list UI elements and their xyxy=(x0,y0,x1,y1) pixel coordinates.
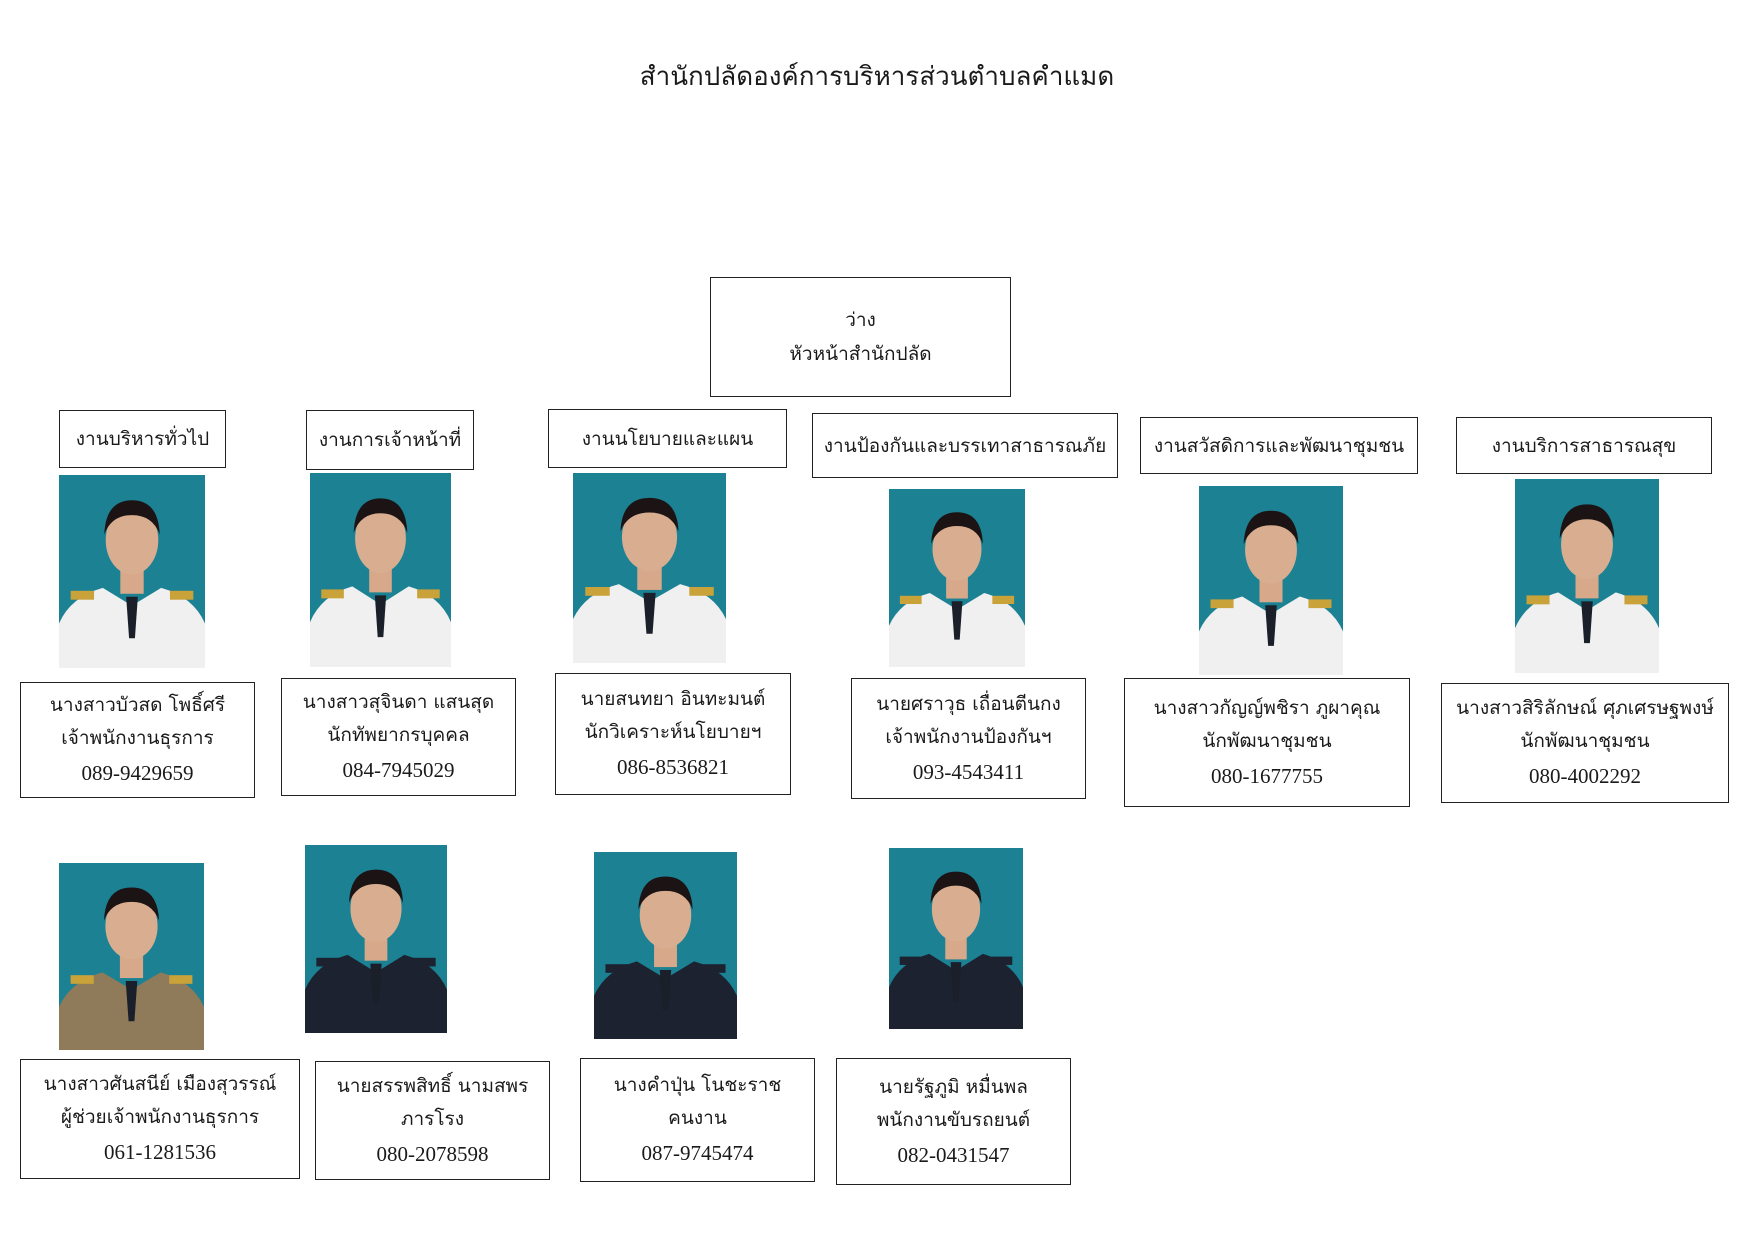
staff-card-3: นายสนทยา อินทะมนต์ นักวิเคราะห์นโยบายฯ 0… xyxy=(555,673,791,795)
staff-position: เจ้าพนักงานป้องกันฯ xyxy=(885,725,1052,748)
page-title: สำนักปลัดองค์การบริหารส่วนตำบลคำแมด xyxy=(639,62,1115,92)
staff-photo-5 xyxy=(1199,486,1343,675)
staff-name: นายศราวุธ เถื่อนตีนกง xyxy=(876,692,1061,715)
portrait-image xyxy=(1199,486,1343,675)
staff-name: นายสรรพสิทธิ์ นามสพร xyxy=(336,1074,529,1097)
staff-position: ภารโรง xyxy=(400,1107,465,1130)
staff-phone: 080-1677755 xyxy=(1211,763,1323,788)
staff-card-2: นางสาวสุจินดา แสนสุด นักทัพยากรบุคคล 084… xyxy=(281,678,516,796)
staff-photo-7 xyxy=(59,863,204,1050)
staff-card-8: นายสรรพสิทธิ์ นามสพร ภารโรง 080-2078598 xyxy=(315,1061,550,1180)
staff-phone: 093-4543411 xyxy=(912,759,1025,784)
staff-phone: 082-0431547 xyxy=(897,1142,1010,1167)
portrait-image xyxy=(59,863,204,1050)
staff-position: นักพัฒนาชุมชน xyxy=(1520,730,1650,752)
staff-photo-1 xyxy=(59,475,205,668)
staff-photo-9 xyxy=(594,852,737,1039)
staff-phone: 086-8536821 xyxy=(617,755,729,779)
portrait-image xyxy=(310,473,451,667)
portrait-image xyxy=(594,852,737,1039)
staff-name: นางสาวบัวสด โพธิ์ศรี xyxy=(49,694,226,716)
staff-card-4: นายศราวุธ เถื่อนตีนกง เจ้าพนักงานป้องกัน… xyxy=(851,678,1086,799)
staff-name: นายสนทยา อินทะมนต์ xyxy=(580,688,766,710)
department-box-disaster-prevention: งานป้องกันและบรรเทาสาธารณภัย xyxy=(812,413,1118,478)
department-box-personnel: งานการเจ้าหน้าที่ xyxy=(306,410,474,470)
staff-phone: 089-9429659 xyxy=(81,761,194,785)
staff-card-10: นายรัฐภูมิ หมื่นพล พนักงานขับรถยนต์ 082-… xyxy=(836,1058,1071,1185)
staff-card-7: นางสาวศันสนีย์ เมืองสุวรรณ์ ผู้ช่วยเจ้าพ… xyxy=(20,1059,300,1179)
portrait-image xyxy=(1515,479,1659,673)
staff-card-6: นางสาวสิริลักษณ์ ศุภเศรษฐพงษ์ นักพัฒนาชุ… xyxy=(1441,683,1729,803)
staff-photo-3 xyxy=(573,473,726,663)
staff-photo-10 xyxy=(889,848,1023,1029)
staff-phone: 080-2078598 xyxy=(376,1141,489,1166)
staff-card-9: นางคำปุ่น โนชะราช คนงาน 087-9745474 xyxy=(580,1058,815,1182)
head-position: หัวหน้าสำนักปลัด xyxy=(789,343,932,365)
staff-position: เจ้าพนักงานธุรการ xyxy=(61,727,214,749)
staff-photo-4 xyxy=(889,489,1025,667)
department-box-public-health: งานบริการสาธารณสุข xyxy=(1456,417,1712,474)
staff-position: นักพัฒนาชุมชน xyxy=(1202,729,1332,752)
staff-name: นางสาวสุจินดา แสนสุด xyxy=(302,691,495,713)
staff-card-1: นางสาวบัวสด โพธิ์ศรี เจ้าพนักงานธุรการ 0… xyxy=(20,682,255,798)
department-box-general-admin: งานบริหารทั่วไป xyxy=(59,410,226,468)
head-name: ว่าง xyxy=(845,309,876,331)
portrait-image xyxy=(59,475,205,668)
staff-name: นางสาวศันสนีย์ เมืองสุวรรณ์ xyxy=(43,1073,277,1095)
staff-name: นางคำปุ่น โนชะราช xyxy=(613,1074,782,1096)
staff-position: ผู้ช่วยเจ้าพนักงานธุรการ xyxy=(60,1106,260,1128)
staff-phone: 080-4002292 xyxy=(1529,764,1641,788)
portrait-image xyxy=(889,848,1023,1029)
department-box-welfare-community: งานสวัสดิการและพัฒนาชุมชน xyxy=(1140,417,1418,474)
staff-photo-2 xyxy=(310,473,451,667)
staff-phone: 084-7945029 xyxy=(342,758,455,782)
staff-position: คนงาน xyxy=(668,1107,727,1129)
staff-name: นางสาวสิริลักษณ์ ศุภเศรษฐพงษ์ xyxy=(1456,697,1714,719)
head-position-box: ว่าง หัวหน้าสำนักปลัด xyxy=(710,277,1011,397)
staff-position: นักวิเคราะห์นโยบายฯ xyxy=(584,721,762,743)
staff-photo-8 xyxy=(305,845,447,1033)
department-box-policy-planning: งานนโยบายและแผน xyxy=(548,409,787,468)
staff-card-5: นางสาวกัญญ์พชิรา ภูผาคุณ นักพัฒนาชุมชน 0… xyxy=(1124,678,1410,807)
staff-photo-6 xyxy=(1515,479,1659,673)
staff-phone: 087-9745474 xyxy=(641,1141,754,1165)
staff-name: นายรัฐภูมิ หมื่นพล xyxy=(879,1075,1028,1098)
staff-position: พนักงานขับรถยนต์ xyxy=(876,1108,1031,1131)
staff-position: นักทัพยากรบุคคล xyxy=(327,724,470,746)
portrait-image xyxy=(573,473,726,663)
portrait-image xyxy=(889,489,1025,667)
portrait-image xyxy=(305,845,447,1033)
staff-name: นางสาวกัญญ์พชิรา ภูผาคุณ xyxy=(1153,696,1381,719)
staff-phone: 061-1281536 xyxy=(104,1140,216,1164)
